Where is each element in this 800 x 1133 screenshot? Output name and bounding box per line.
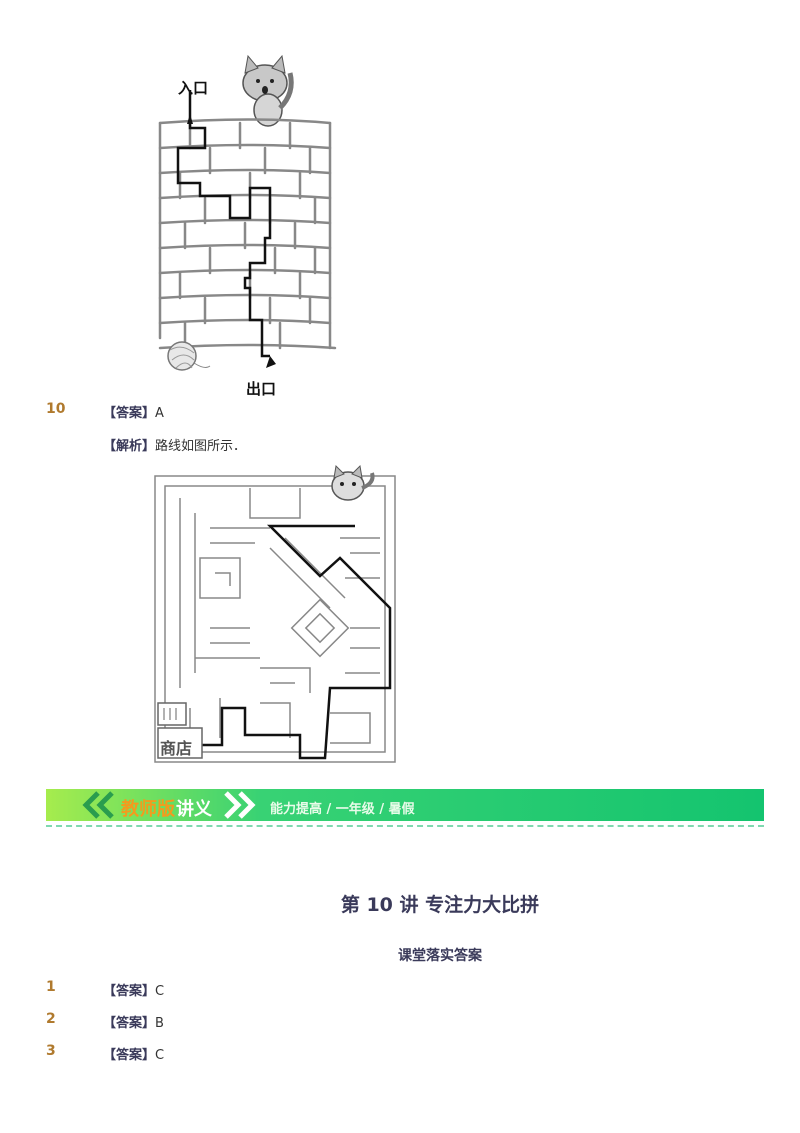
- cat-icon: [242, 54, 294, 127]
- analysis-text: 路线如图所示．: [155, 439, 247, 454]
- lecture-banner: [46, 789, 764, 821]
- answer-tag: 【答案】: [103, 406, 156, 421]
- question-number: 10: [46, 401, 66, 417]
- double-chevron-right-icon: [224, 791, 256, 819]
- banner-title-teacher: 教师版: [121, 799, 175, 820]
- answer-line: 【答案】B: [103, 1012, 164, 1031]
- answer-tag: 【答案】: [103, 1016, 156, 1031]
- answer-value: C: [155, 1048, 165, 1063]
- maze-entrance-label: 入口: [178, 79, 209, 97]
- cat-icon: [331, 464, 375, 501]
- shop-maze-walls: [154, 475, 396, 763]
- answer-value: C: [155, 984, 165, 999]
- answer-value: B: [155, 1016, 164, 1031]
- maze-exit-label: 出口: [246, 380, 277, 398]
- answer-line: 【答案】C: [103, 1044, 164, 1063]
- answer-line: 【答案】C: [103, 980, 164, 999]
- double-chevron-left-icon: [82, 791, 114, 819]
- answer-line: 【答案】A: [103, 402, 164, 421]
- yarn-ball-icon: [167, 341, 211, 371]
- question-number: 2: [46, 1011, 56, 1027]
- question-number: 1: [46, 979, 56, 995]
- section-title: 课堂落实答案: [398, 948, 482, 964]
- lecture-title: 第 10 讲 专注力大比拼: [340, 894, 540, 916]
- banner-subtitle: 能力提高 / 一年级 / 暑假: [270, 802, 415, 817]
- shop-maze-solution-path: [198, 524, 392, 760]
- analysis-tag: 【解析】: [103, 439, 156, 454]
- shop-maze-figure: [154, 464, 396, 763]
- analysis-line: 【解析】路线如图所示．: [103, 435, 246, 454]
- answer-tag: 【答案】: [103, 1048, 156, 1063]
- answer-value: A: [155, 406, 164, 421]
- shop-icon: [157, 702, 203, 759]
- answer-tag: 【答案】: [103, 984, 156, 999]
- brick-maze-figure: [158, 54, 337, 371]
- banner-divider: [46, 825, 764, 827]
- maze-solution-path: [176, 90, 272, 358]
- banner-title-notes: 讲义: [176, 799, 212, 820]
- shop-label: 商店: [160, 739, 193, 758]
- question-number: 3: [46, 1043, 56, 1059]
- brick-maze-walls: [158, 118, 337, 350]
